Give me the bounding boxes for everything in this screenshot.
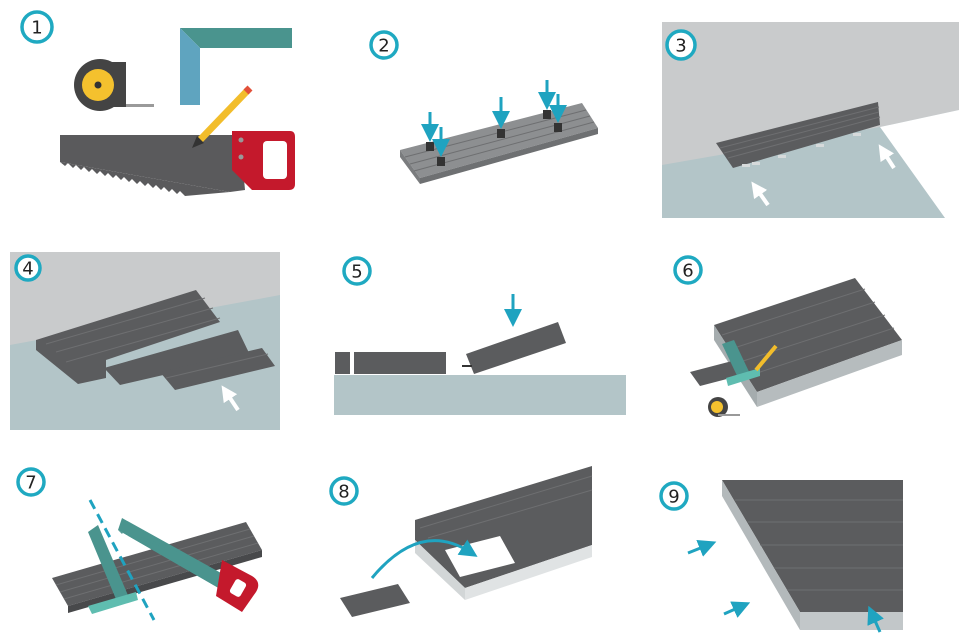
push-arrow-icon xyxy=(221,385,240,412)
step-1-panel: 1 xyxy=(20,10,295,196)
step-7-panel: 7 xyxy=(16,467,262,621)
step-5-panel: 5 xyxy=(334,256,626,415)
step-number: 3 xyxy=(675,36,686,57)
step-badge: 7 xyxy=(16,467,46,497)
step-4-panel: 4 xyxy=(10,252,280,430)
step-badge: 2 xyxy=(369,30,399,60)
step-6-panel: 6 xyxy=(673,255,902,417)
step-9-panel: 9 xyxy=(659,480,903,633)
push-arrow-icons xyxy=(751,144,896,207)
clip-icons xyxy=(426,110,562,166)
step-number: 5 xyxy=(351,262,362,283)
tape-measure-icon xyxy=(74,59,154,111)
arrow-icons xyxy=(687,539,884,633)
curved-arrow-icon xyxy=(370,539,478,579)
step-number: 1 xyxy=(31,18,42,39)
step-badge: 8 xyxy=(329,476,359,506)
step-8-panel: 8 xyxy=(329,466,593,617)
step-badge: 3 xyxy=(665,29,697,61)
step-number: 7 xyxy=(25,473,36,494)
step-badge: 9 xyxy=(659,481,689,511)
step-number: 9 xyxy=(668,487,679,508)
step-number: 2 xyxy=(378,36,389,57)
step-number: 4 xyxy=(22,259,33,280)
step-number: 8 xyxy=(338,482,349,503)
step-3-panel: 3 xyxy=(662,22,959,218)
step-badge: 1 xyxy=(20,10,54,44)
hand-saw-icon xyxy=(60,131,295,196)
down-arrow-icons xyxy=(421,80,567,157)
cut-line xyxy=(88,499,156,621)
step-badge: 4 xyxy=(14,254,42,282)
step-badge: 6 xyxy=(673,255,703,285)
step-2-panel: 2 xyxy=(369,30,598,184)
step-badge: 5 xyxy=(342,256,372,286)
carpenter-square-icon xyxy=(180,28,292,105)
step-number: 6 xyxy=(682,261,693,282)
pencil-icon xyxy=(192,85,253,148)
